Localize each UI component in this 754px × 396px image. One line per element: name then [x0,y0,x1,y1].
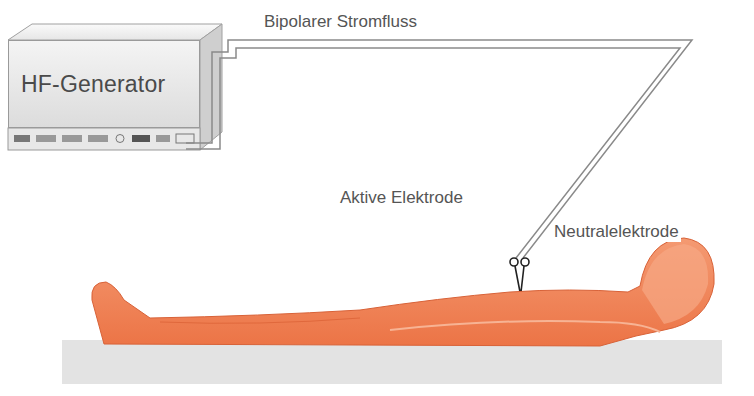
electrode-cable [186,40,692,258]
caption-label: Bipolarer Stromfluss [262,12,419,32]
panel-buttons [14,134,194,143]
table [62,340,722,384]
caption-label: Aktive Elektrode [338,188,465,208]
generator-box: HF-Generator [8,40,200,128]
generator-side [200,24,222,150]
bipolar-forceps [510,258,529,292]
caption-label: Neutralelektrode [552,222,681,242]
patient [92,238,714,346]
generator-panel [8,128,200,150]
generator-top [8,24,222,40]
node-title: HF-Generator [9,71,177,98]
